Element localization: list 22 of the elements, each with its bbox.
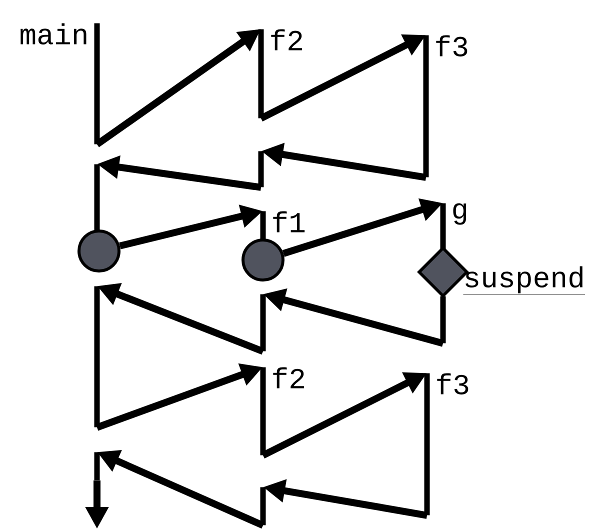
function-label: f2 [273, 367, 304, 388]
bar [94, 23, 100, 144]
bar [258, 29, 264, 118]
function-label: g [453, 203, 466, 225]
circle [78, 230, 120, 272]
bar [258, 151, 264, 188]
circle [242, 238, 284, 282]
bar [440, 296, 446, 344]
bar [94, 164, 100, 232]
bar [260, 487, 266, 526]
function-label: main [20, 23, 86, 44]
bar [94, 286, 100, 428]
function-label: f2 [271, 29, 302, 50]
bar [94, 452, 100, 480]
function-label: f1 [273, 211, 305, 232]
bar [260, 211, 266, 240]
bar [260, 367, 266, 456]
function-label: f3 [436, 35, 468, 56]
function-label: f3 [437, 373, 468, 394]
bar [440, 203, 446, 250]
function-label: suspend [463, 266, 586, 295]
bar [260, 294, 266, 352]
